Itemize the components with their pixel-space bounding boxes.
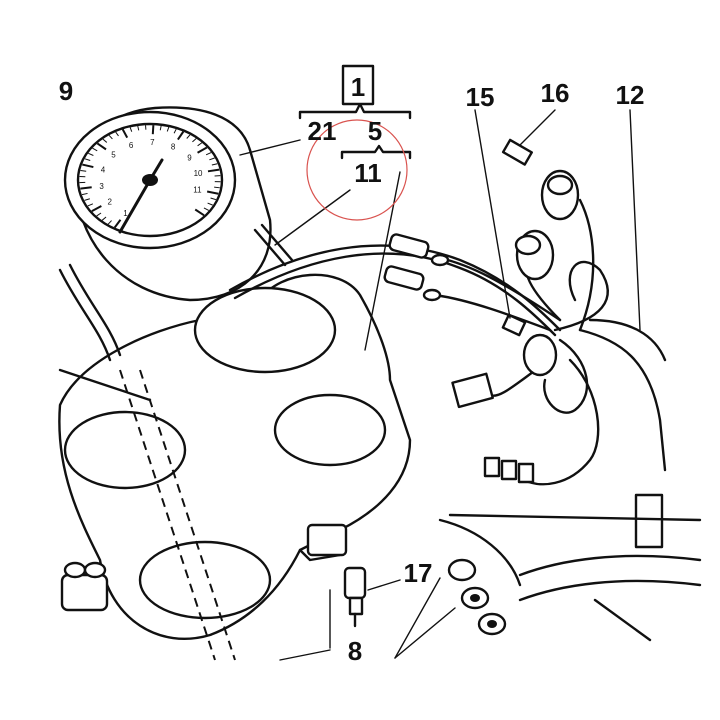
dial-tick — [203, 207, 209, 211]
dial-tick — [80, 186, 92, 190]
highlight-circle — [306, 119, 408, 221]
rubber-boot-lower — [522, 333, 558, 377]
connector-block-left — [451, 372, 494, 409]
callout-8: 8 — [348, 636, 362, 666]
dial-tick — [101, 216, 107, 221]
wiring-harness — [228, 138, 667, 549]
dial-tick — [108, 134, 113, 140]
dial-tick — [197, 142, 203, 147]
dial-tick — [102, 138, 108, 143]
dial-tick — [197, 146, 208, 154]
dial-tick — [91, 205, 102, 213]
dial-tick — [107, 220, 112, 225]
group-braces — [298, 64, 412, 160]
bracket-hole-right — [273, 393, 387, 467]
dial-tick — [151, 125, 155, 135]
dial-tick — [87, 203, 94, 207]
bulb-16 — [501, 138, 533, 166]
dial-tick — [115, 131, 119, 137]
dial-tick — [84, 158, 91, 162]
dial-tick — [82, 163, 94, 169]
dial-number: 8 — [171, 142, 176, 151]
callout-labels: 1 5 21 11 9 15 16 12 17 8 — [59, 72, 645, 666]
bracket-hole-lower — [138, 540, 272, 620]
callout-16: 16 — [541, 78, 570, 108]
dial-tick — [192, 138, 197, 143]
frame-tubes — [438, 513, 702, 642]
dial-tick — [186, 134, 191, 139]
bolt-17 — [343, 566, 367, 628]
dial-tick — [211, 163, 218, 166]
callout-9: 9 — [59, 76, 73, 106]
dial-tick — [96, 142, 107, 151]
dial-tick — [92, 147, 98, 152]
dial-tick — [207, 202, 213, 206]
dial-tick — [206, 190, 219, 195]
dial-number: 9 — [187, 153, 192, 162]
connector-right-edge — [634, 493, 664, 549]
left-cable — [58, 263, 236, 661]
dial-number: 1 — [123, 209, 128, 218]
dial-tick — [121, 128, 129, 139]
callout-1: 1 — [351, 72, 365, 102]
dial-number: 3 — [99, 182, 104, 191]
dial-tick — [159, 125, 162, 131]
dial-number: 10 — [194, 169, 203, 178]
gauge-dial-ticks — [79, 125, 221, 229]
dial-number: 2 — [107, 198, 112, 207]
dial-tick — [205, 152, 212, 156]
gauge-needle — [118, 178, 152, 234]
dial-tick — [129, 127, 133, 132]
callout-21: 21 — [308, 116, 337, 146]
cable-sleeves — [383, 233, 562, 332]
dial-number: 4 — [101, 165, 106, 174]
callout-15: 15 — [466, 82, 495, 112]
dial-tick — [166, 126, 170, 132]
dial-tick — [137, 125, 140, 131]
dial-tick — [194, 208, 205, 217]
dial-tick — [209, 157, 215, 161]
gauge-needle-hub — [142, 174, 158, 186]
callout-1-box — [341, 64, 375, 106]
leader-lines — [239, 109, 641, 661]
dial-number: 11 — [193, 186, 202, 195]
callout-17: 17 — [404, 558, 433, 588]
bracket-hole-left — [63, 410, 187, 490]
bracket-lug — [306, 523, 348, 557]
fasteners — [60, 558, 507, 636]
dial-tick — [173, 128, 177, 134]
bolt-cluster-left — [60, 561, 109, 612]
callout-11: 11 — [354, 158, 382, 188]
dial-number: 5 — [111, 151, 116, 160]
grommets-vertical — [447, 558, 507, 636]
connector-triple — [483, 456, 535, 484]
dial-tick — [207, 168, 220, 173]
dial-number: 6 — [129, 141, 134, 150]
dial-tick — [84, 198, 90, 201]
callout-12: 12 — [616, 80, 645, 110]
dial-tick — [80, 169, 87, 172]
dial-tick — [88, 152, 94, 156]
callout-5: 5 — [368, 116, 382, 146]
dial-tick — [96, 212, 102, 217]
dial-tick — [113, 219, 122, 229]
dial-tick — [81, 192, 88, 196]
dial-tick — [177, 131, 185, 141]
dial-tick — [210, 197, 217, 201]
dial-tick — [214, 186, 220, 189]
dial-number: 7 — [150, 138, 155, 147]
instrument-bracket — [58, 273, 412, 640]
bracket-hole-center — [193, 286, 337, 374]
